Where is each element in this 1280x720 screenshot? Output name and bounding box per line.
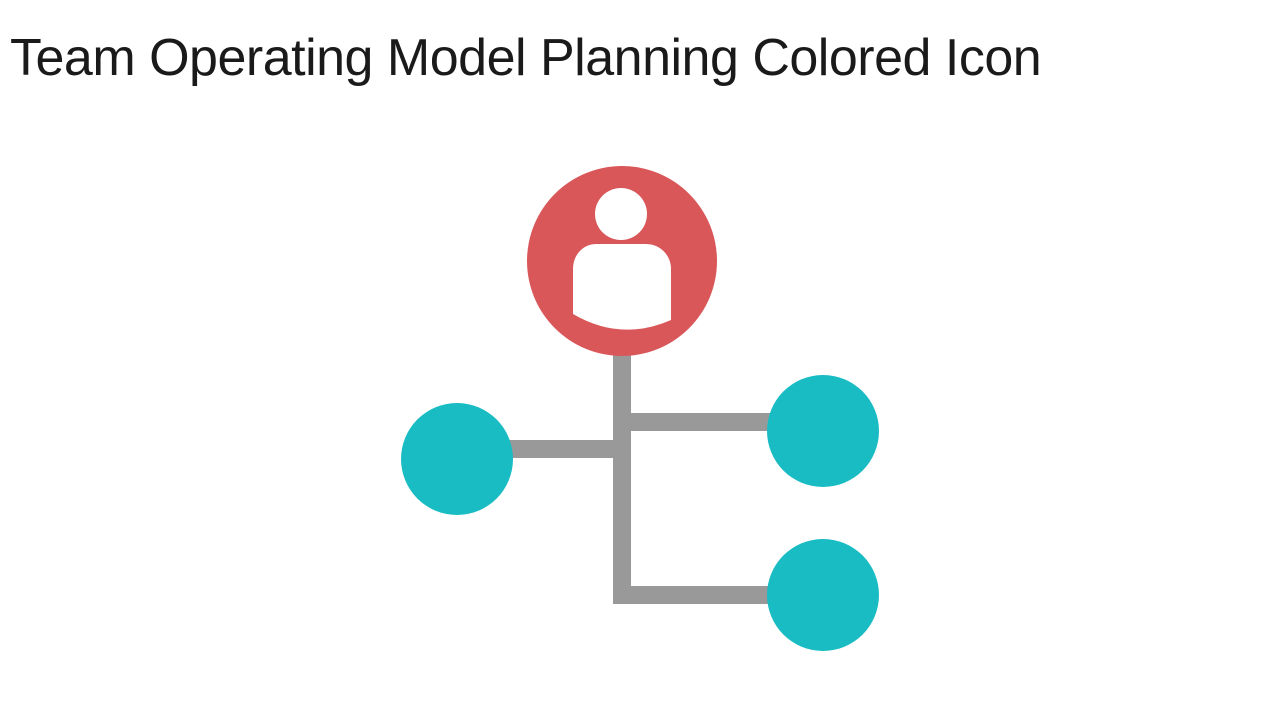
connector-trunk (613, 352, 631, 604)
slide-title: Team Operating Model Planning Colored Ic… (10, 29, 1042, 87)
user-head (595, 188, 647, 240)
user-body (573, 244, 671, 330)
connector-left-branch (505, 440, 621, 458)
connector-lines (505, 352, 777, 604)
child-node-upper-right (767, 375, 879, 487)
connector-lower-right-branch (613, 586, 777, 604)
head-node (527, 166, 717, 356)
child-node-left (401, 403, 513, 515)
user-icon (573, 188, 671, 330)
connector-upper-right-branch (622, 413, 777, 431)
child-node-lower-right (767, 539, 879, 651)
